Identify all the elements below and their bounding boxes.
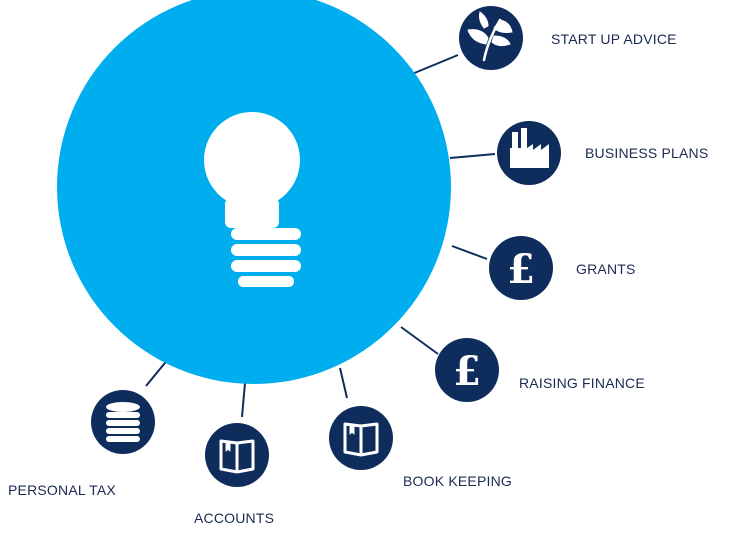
label-grants: GRANTS <box>576 261 636 277</box>
label-personal-tax: PERSONAL TAX <box>8 482 116 498</box>
node-raising-finance[interactable]: £ <box>435 338 499 402</box>
label-accounts: ACCOUNTS <box>194 510 275 526</box>
node-start-up-advice[interactable] <box>459 6 523 70</box>
pound-icon: £ <box>507 246 535 293</box>
hub <box>57 0 451 384</box>
lightbulb-icon <box>204 112 301 287</box>
coins-icon <box>106 402 140 442</box>
label-raising-finance: RAISING FINANCE <box>519 375 645 391</box>
connector-accounts <box>241 382 246 418</box>
plant-icon <box>467 11 513 62</box>
node-personal-tax[interactable] <box>91 390 155 454</box>
label-start-up-advice: START UP ADVICE <box>551 31 677 47</box>
node-book-keeping[interactable] <box>329 406 393 470</box>
connector-grants <box>451 245 488 260</box>
connector-business-plans <box>449 153 496 159</box>
node-grants[interactable]: £ <box>489 236 553 300</box>
node-business-plans[interactable] <box>497 121 561 185</box>
factory-icon <box>510 128 549 168</box>
connector-raising-finance <box>400 326 439 355</box>
label-business-plans: BUSINESS PLANS <box>585 145 709 161</box>
book-icon <box>219 439 255 474</box>
connector-book-keeping <box>339 367 348 399</box>
label-book-keeping: BOOK KEEPING <box>403 473 512 489</box>
connector-start-up-advice <box>411 54 459 75</box>
book-icon <box>343 422 379 457</box>
pound-icon: £ <box>453 348 481 395</box>
node-accounts[interactable] <box>205 423 269 487</box>
